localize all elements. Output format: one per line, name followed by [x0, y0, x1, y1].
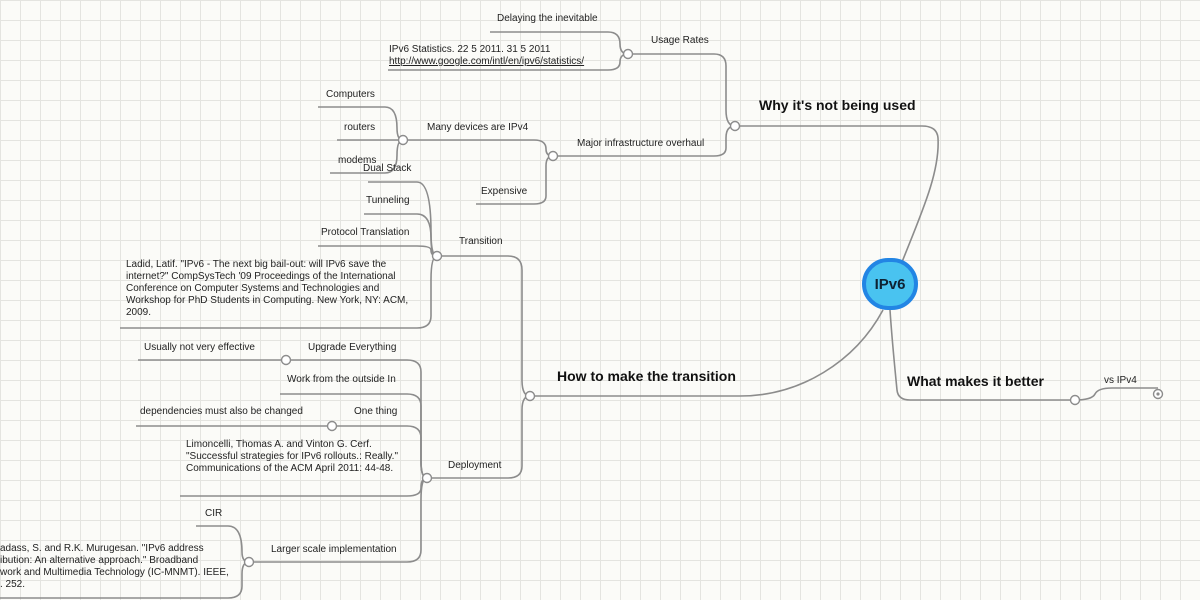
node-protocol-translation[interactable]: Protocol Translation [321, 227, 410, 238]
citation-line: adass, S. and R.K. Murugesan. "IPv6 addr… [0, 543, 204, 554]
node-ipv6-statistics[interactable]: IPv6 Statistics. 22 5 2011. 31 5 2011 ht… [389, 44, 584, 68]
node-tunneling[interactable]: Tunneling [366, 195, 410, 206]
node-one-thing[interactable]: One thing [354, 406, 398, 417]
node-usage-rates[interactable]: Usage Rates [651, 35, 709, 46]
citation-line: work and Multimedia Technology (IC-MNMT)… [0, 567, 229, 578]
node-modems[interactable]: modems [338, 155, 377, 166]
node-murugesan-citation[interactable]: adass, S. and R.K. Murugesan. "IPv6 addr… [0, 543, 229, 591]
node-expensive[interactable]: Expensive [481, 186, 528, 197]
collapse-knob-why[interactable] [729, 120, 741, 132]
node-work-outside-in[interactable]: Work from the outside In [287, 374, 396, 385]
node-cir[interactable]: CIR [205, 508, 223, 519]
central-topic-ipv6[interactable]: IPv6 [862, 258, 918, 310]
node-dual-stack[interactable]: Dual Stack [363, 163, 412, 174]
collapse-knob-transition[interactable] [431, 250, 443, 262]
node-larger-scale-implementation[interactable]: Larger scale implementation [271, 544, 397, 555]
collapse-knob-usage-rates[interactable] [622, 48, 634, 60]
node-major-infrastructure-overhaul[interactable]: Major infrastructure overhaul [577, 138, 705, 149]
collapse-knob-how[interactable] [524, 390, 536, 402]
node-limoncelli-citation[interactable]: Limoncelli, Thomas A. and Vinton G. Cerf… [186, 439, 398, 474]
citation-line: . 252. [0, 579, 26, 590]
node-usually-not-effective[interactable]: Usually not very effective [144, 342, 255, 353]
node-many-devices-ipv4[interactable]: Many devices are IPv4 [427, 122, 529, 133]
statistics-citation: IPv6 Statistics. 22 5 2011. 31 5 2011 [389, 44, 551, 55]
citation-line: ibution: An alternative approach." Broad… [0, 555, 199, 566]
node-delaying-inevitable[interactable]: Delaying the inevitable [497, 13, 598, 24]
node-computers[interactable]: Computers [326, 89, 375, 100]
node-upgrade-everything[interactable]: Upgrade Everything [308, 342, 397, 353]
node-routers[interactable]: routers [344, 122, 376, 133]
collapse-knob-one-thing[interactable] [326, 420, 338, 432]
collapse-knob-larger-scale[interactable] [243, 556, 255, 568]
central-topic-label: IPv6 [874, 275, 906, 293]
topic-what-makes-better[interactable]: What makes it better [907, 373, 1044, 389]
node-transition[interactable]: Transition [459, 236, 503, 247]
collapse-knob-deployment[interactable] [421, 472, 433, 484]
collapse-knob-better[interactable] [1069, 394, 1081, 406]
collapse-knob-many-devices[interactable] [397, 134, 409, 146]
node-dependencies-changed[interactable]: dependencies must also be changed [140, 406, 303, 417]
topic-why-not-used[interactable]: Why it's not being used [759, 97, 916, 113]
node-vs-ipv4[interactable]: vs IPv4 [1104, 375, 1137, 386]
node-ladid-citation[interactable]: Ladid, Latif. "IPv6 - The next big bail-… [126, 259, 409, 318]
statistics-link[interactable]: http://www.google.com/intl/en/ipv6/stati… [389, 56, 585, 67]
node-deployment[interactable]: Deployment [448, 460, 502, 471]
collapse-knob-upgrade[interactable] [280, 354, 292, 366]
topic-how-to-transition[interactable]: How to make the transition [557, 368, 736, 384]
collapse-knob-infrastructure[interactable] [547, 150, 559, 162]
collapse-knob-vs-ipv4-dot [1156, 392, 1160, 396]
